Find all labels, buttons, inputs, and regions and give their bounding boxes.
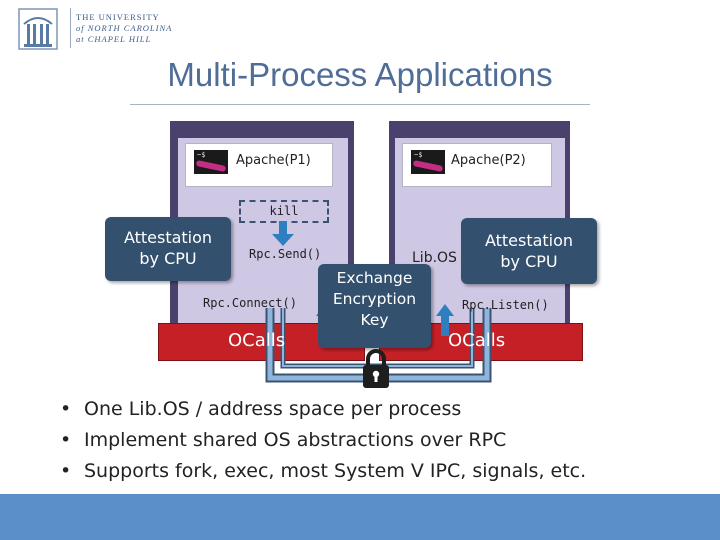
logo-divider [70, 8, 71, 48]
bullet-text-3: Supports fork, exec, most System V IPC, … [84, 460, 587, 482]
rpc-connect-label: Rpc.Connect() [203, 296, 297, 310]
bullet-glyph: • [60, 429, 72, 451]
bullet-item: • Implement shared OS abstractions over R… [60, 429, 506, 451]
terminal-prompt: ~$ [197, 151, 206, 159]
logo-line-3: at CHAPEL HILL [76, 34, 152, 44]
university-logo-text: THE UNIVERSITY of NORTH CAROLINA at CHAP… [76, 12, 172, 45]
terminal-icon: ~$ [194, 150, 228, 174]
title-rule [130, 104, 590, 105]
footer-bar [0, 494, 720, 540]
unc-seal-icon [18, 8, 58, 50]
bullet-text-2: Implement shared OS abstractions over RP… [84, 429, 507, 451]
attestation-callout-left: Attestation by CPU [105, 217, 231, 281]
ocalls-right-label: OCalls [448, 330, 506, 351]
attestation-callout-right: Attestation by CPU [461, 218, 597, 284]
bullet-item: • Supports fork, exec, most System V IPC,… [60, 460, 586, 482]
libos-label: Lib.OS [412, 250, 457, 266]
apache-p1-label: Apache(P1) [236, 153, 311, 168]
bullet-item: • One Lib.OS / address space per process [60, 398, 461, 420]
terminal-prompt: ~$ [414, 151, 423, 159]
logo-line-2: of NORTH CAROLINA [76, 23, 173, 33]
attestation-right-line2: by CPU [500, 252, 558, 271]
exchange-line3: Key [360, 311, 389, 329]
exchange-key-callout: Exchange Encryption Key [318, 264, 431, 348]
apache-p2-box: ~$ Apache(P2) [402, 143, 552, 187]
attestation-right-line1: Attestation [484, 231, 574, 250]
slide-title: Multi-Process Applications [167, 56, 553, 93]
terminal-icon: ~$ [411, 150, 445, 174]
arrow-down-icon [272, 221, 294, 246]
rpc-send-label: Rpc.Send() [249, 247, 322, 261]
bullet-text-1: One Lib.OS / address space per process [84, 398, 462, 420]
attestation-left-line1: Attestation [123, 228, 213, 247]
apache-p2-label: Apache(P2) [451, 153, 526, 168]
bullet-glyph: • [60, 460, 72, 482]
ocalls-left-label: OCalls [228, 330, 286, 351]
exchange-line1: Exchange [336, 269, 413, 287]
lock-icon [363, 349, 389, 388]
logo-line-1: THE UNIVERSITY [76, 12, 160, 22]
exchange-line2: Encryption [332, 290, 417, 308]
attestation-left-line2: by CPU [139, 249, 197, 268]
bullet-glyph: • [60, 398, 72, 420]
rpc-listen-label: Rpc.Listen() [462, 298, 549, 312]
apache-p1-box: ~$ Apache(P1) [185, 143, 333, 187]
